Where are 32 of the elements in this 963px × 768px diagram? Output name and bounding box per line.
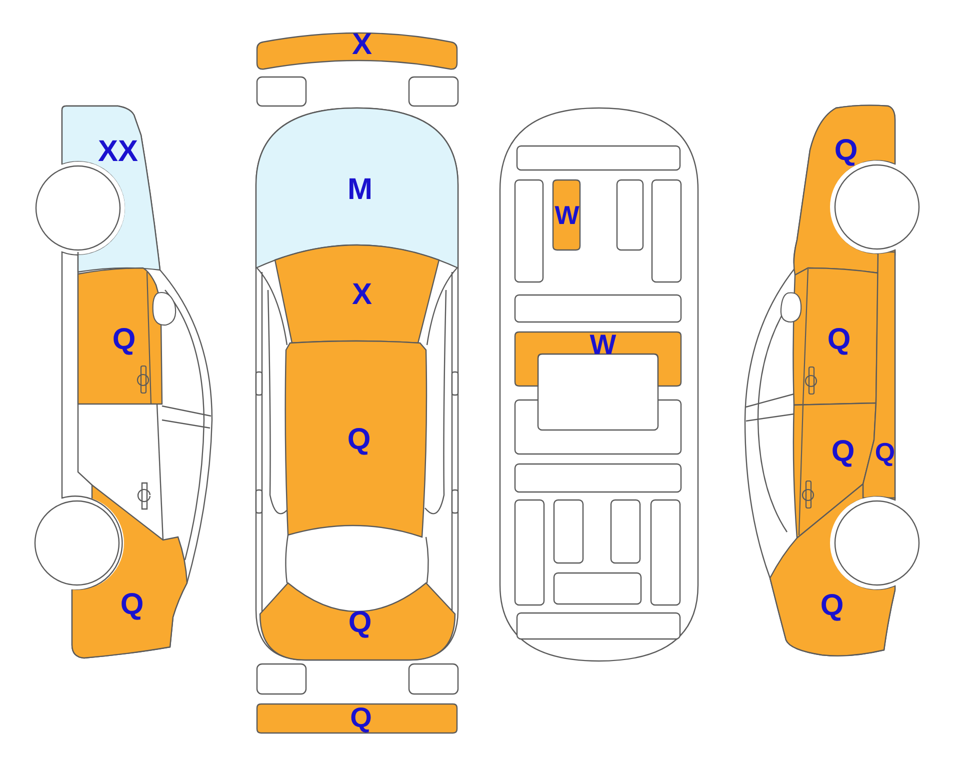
- fender-panel: [792, 104, 896, 275]
- damage-code: X: [352, 30, 372, 60]
- bumper-panel: [257, 704, 457, 733]
- hood-panel: [256, 108, 458, 268]
- windshield-panel: [275, 244, 439, 344]
- damage-code: Q: [827, 325, 851, 355]
- door-panel: [780, 267, 878, 406]
- damage-code: X: [352, 280, 372, 310]
- bumper-panel: [257, 32, 458, 70]
- damage-code: W: [590, 331, 616, 359]
- damage-code: Q: [347, 425, 371, 455]
- damage-code: Q: [834, 136, 858, 166]
- damage-code: Q: [820, 591, 844, 621]
- damage-code: W: [554, 202, 580, 228]
- door-panel: [792, 403, 876, 538]
- floor-panel: [515, 332, 681, 386]
- damage-code: Q: [874, 439, 896, 465]
- damage-code: Q: [120, 590, 144, 620]
- door-panel: [78, 267, 177, 405]
- damage-code: Q: [348, 608, 372, 638]
- sill-panel: [863, 252, 896, 498]
- damage-code: Q: [112, 325, 136, 355]
- hood-panel: [62, 105, 161, 273]
- damage-code: Q: [831, 437, 855, 467]
- seat-panel: [553, 180, 580, 250]
- damage-code: M: [348, 175, 372, 205]
- damage-code: XX: [98, 137, 138, 167]
- roof-panel: [284, 340, 428, 537]
- damage-code: Q: [350, 704, 372, 732]
- quarter-panel: [72, 484, 188, 659]
- trunk-panel: [260, 583, 455, 660]
- quarter-panel: [770, 484, 896, 658]
